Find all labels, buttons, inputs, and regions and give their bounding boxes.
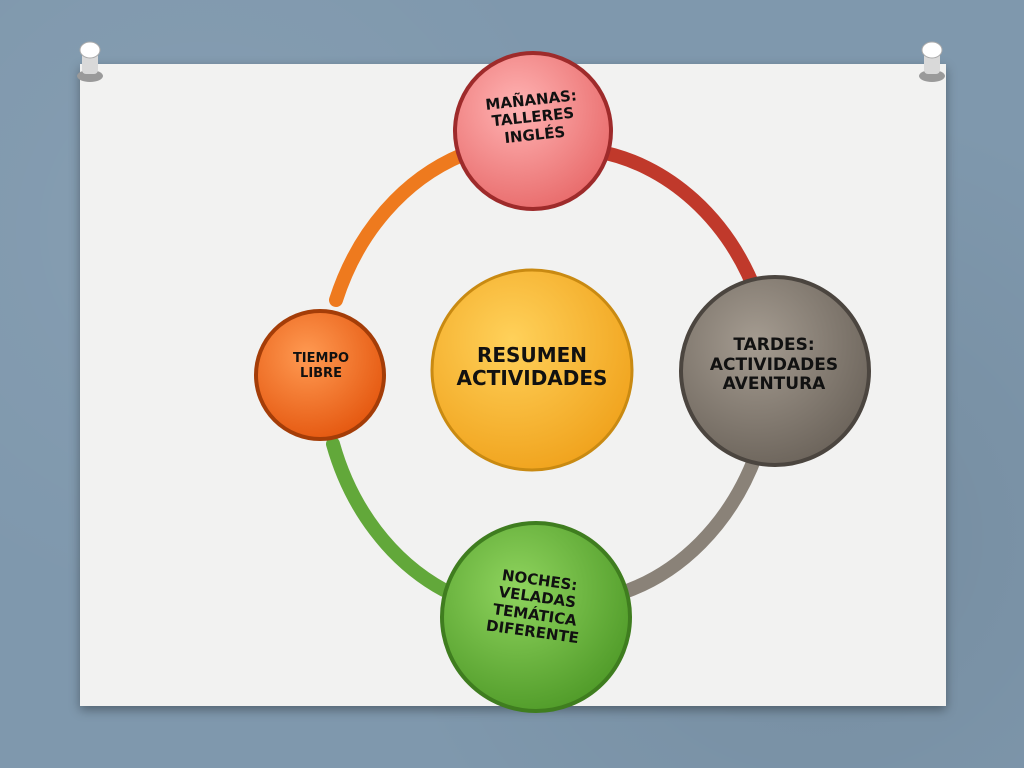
ring-segment-bottom-right (611, 448, 763, 601)
pushpin-right-icon (919, 41, 945, 82)
node-circle-tiempo (254, 309, 386, 441)
node-circle-tardes (679, 275, 871, 467)
center-circle (430, 268, 634, 472)
node-circle-mananas (453, 51, 613, 211)
ring-segment-top-right (589, 144, 765, 305)
pushpin-left-icon (77, 41, 103, 82)
node-label-tardes: TARDES: ACTIVIDADES AVENTURA (709, 335, 839, 395)
node-circle-noches (440, 521, 632, 713)
node-label-tiempo: TIEMPO LIBRE (292, 351, 350, 381)
center-label: RESUMEN ACTIVIDADES (456, 343, 608, 390)
ring-segment-top-left (329, 148, 469, 307)
ring-segment-bottom-left (326, 437, 451, 597)
